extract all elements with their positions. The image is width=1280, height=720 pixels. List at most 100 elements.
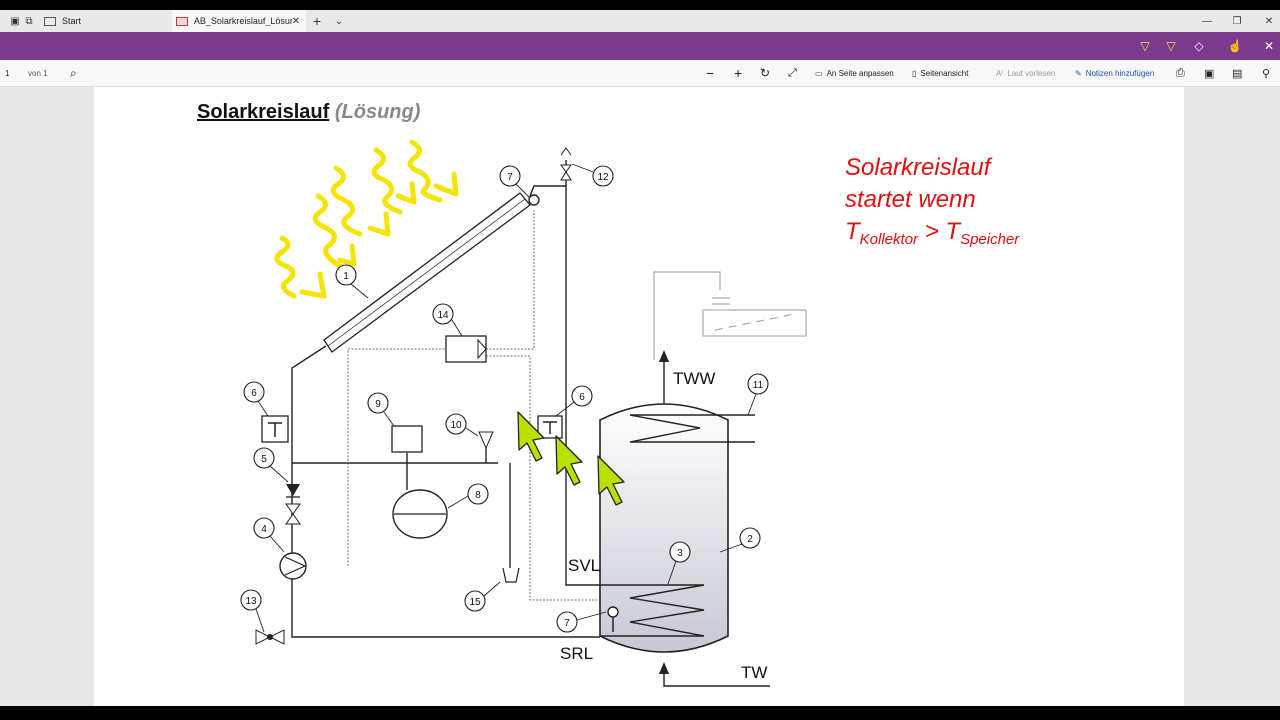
cursor-arrow-2 <box>555 435 583 486</box>
collector-inner-line <box>327 198 526 347</box>
callout-6b: 6 <box>579 392 585 403</box>
rotate-icon[interactable]: ↻ <box>760 66 771 80</box>
callout-leaders <box>255 163 757 633</box>
tab-actions-icon[interactable]: ▣ <box>10 15 20 27</box>
fill-valve-left <box>255 629 272 645</box>
callout-7b: 7 <box>564 618 570 629</box>
tab-pdf[interactable]: AB_Solarkreislauf_Lösur ✕ <box>172 10 306 32</box>
sun-arrow-2-head <box>337 243 357 267</box>
callout-circles <box>240 165 769 633</box>
add-notes-button[interactable]: ✎Notizen hinzufügen <box>1075 60 1154 86</box>
callout-12: 12 <box>597 172 609 183</box>
sun-arrow-5 <box>407 139 443 203</box>
circulation-pump <box>279 552 307 580</box>
tab-start-label: Start <box>62 16 82 26</box>
label-tw: TW <box>741 663 767 682</box>
page-number: 1 <box>5 68 10 78</box>
tab-pdf-label: AB_Solarkreislauf_Lösur <box>193 16 292 26</box>
close-ink-icon[interactable]: ✕ <box>1263 39 1275 53</box>
highlight-text-icon[interactable]: ▽ <box>1166 39 1176 53</box>
sun-arrows <box>274 139 459 299</box>
controller <box>445 335 487 363</box>
callout-1: 1 <box>343 271 349 282</box>
callout-4: 4 <box>261 524 267 535</box>
handwritten-note: Solarkreislauf startet wenn TKollektor >… <box>845 152 1019 256</box>
top-border <box>0 0 1280 10</box>
callout-14: 14 <box>437 310 449 321</box>
upper-heat-exchanger <box>629 414 755 443</box>
air-separator <box>391 425 423 453</box>
page-total: von 1 <box>28 68 48 78</box>
storage-tank <box>599 403 729 653</box>
note-sub-storage: Speicher <box>960 231 1020 248</box>
ink-toolbar <box>0 32 1280 60</box>
minimize-icon[interactable]: — <box>1202 15 1212 27</box>
save-icon[interactable]: ▣ <box>1204 67 1215 80</box>
sun-arrow-4-head <box>395 181 417 205</box>
fit-page-button[interactable]: ▭An Seite anpassen <box>815 60 894 86</box>
solar-heat-exchanger <box>600 584 705 637</box>
eraser-icon[interactable]: ◇ <box>1194 39 1204 53</box>
drain-bucket <box>502 567 520 583</box>
control-lines <box>347 210 609 601</box>
callout-7a: 7 <box>507 172 513 183</box>
cursor-arrow-3 <box>597 455 625 506</box>
note-sub-collector: Kollektor <box>859 231 919 248</box>
callout-15: 15 <box>469 597 481 608</box>
page-view-icon: ▯ <box>912 68 917 78</box>
tab-preview-icon[interactable]: ⧉ <box>25 15 33 27</box>
pipes <box>291 160 600 638</box>
zoom-in-icon[interactable]: + <box>734 65 743 81</box>
collector-sensor <box>528 194 540 206</box>
search-icon[interactable]: ⌕ <box>70 65 77 80</box>
callout-6a: 6 <box>251 388 257 399</box>
shutoff-valve-bottom <box>285 513 301 525</box>
read-aloud-button[interactable]: A⁾Laut vorlesen <box>996 60 1055 86</box>
pdf-icon <box>176 16 188 26</box>
callout-10: 10 <box>450 420 462 431</box>
read-aloud-icon: A⁾ <box>996 68 1004 78</box>
tab-bar: ▣ ⧉ Start AB_Solarkreislauf_Lösur ✕ + ⌄ <box>0 10 1280 32</box>
storage-sensor <box>607 606 619 618</box>
sun-arrow-3-head <box>367 211 391 237</box>
zoom-out-icon[interactable]: − <box>706 65 715 81</box>
air-vent-top <box>560 164 572 173</box>
shutoff-valve-top <box>285 503 301 515</box>
check-valve <box>286 484 300 496</box>
callout-2: 2 <box>747 534 753 545</box>
note-t1: T <box>845 218 860 245</box>
notes-pen-icon: ✎ <box>1075 68 1082 78</box>
callout-3: 3 <box>677 548 683 559</box>
close-window-icon[interactable]: ✕ <box>1264 15 1274 27</box>
chevron-down-icon[interactable]: ⌄ <box>334 15 344 27</box>
sun-arrow-3 <box>330 165 363 237</box>
callout-8: 8 <box>475 490 481 501</box>
add-notes-label: Notizen hinzufügen <box>1085 68 1155 78</box>
tab-start[interactable]: Start <box>40 10 170 32</box>
callout-11: 11 <box>753 380 764 391</box>
page-number-input[interactable]: 1 <box>5 60 9 86</box>
pin-toolbar-icon[interactable]: ⚲ <box>1262 67 1271 80</box>
tww-arrow <box>659 350 669 362</box>
pdf-toolbar: 1 von 1 ⌕ − + ↻ ⤢ ▭An Seite anpassen ▯Se… <box>0 60 1280 87</box>
save-as-icon[interactable]: ▤ <box>1232 67 1243 80</box>
title-main: Solarkreislauf <box>197 101 330 123</box>
air-vent-bottom <box>560 171 572 181</box>
label-tww: TWW <box>673 369 715 388</box>
safety-valve <box>478 431 494 450</box>
callout-5: 5 <box>261 454 267 465</box>
sun-arrow-1-head <box>299 271 327 299</box>
close-tab-icon[interactable]: ✕ <box>291 15 300 27</box>
mixing-valve-faded <box>653 271 807 360</box>
fit-page-icon: ▭ <box>815 68 823 78</box>
highlighter-icon[interactable]: ▽ <box>1140 39 1150 53</box>
bottom-border <box>0 706 1280 720</box>
touch-write-icon[interactable]: ☝ <box>1227 39 1243 53</box>
fullscreen-icon[interactable]: ⤢ <box>788 66 797 79</box>
restore-icon[interactable]: ❐ <box>1232 15 1242 27</box>
page-view-button[interactable]: ▯Seitenansicht <box>912 60 968 86</box>
new-tab-icon[interactable]: + <box>312 13 322 29</box>
sun-arrow-4 <box>371 147 403 215</box>
print-icon[interactable]: ⎙ <box>1176 66 1185 79</box>
